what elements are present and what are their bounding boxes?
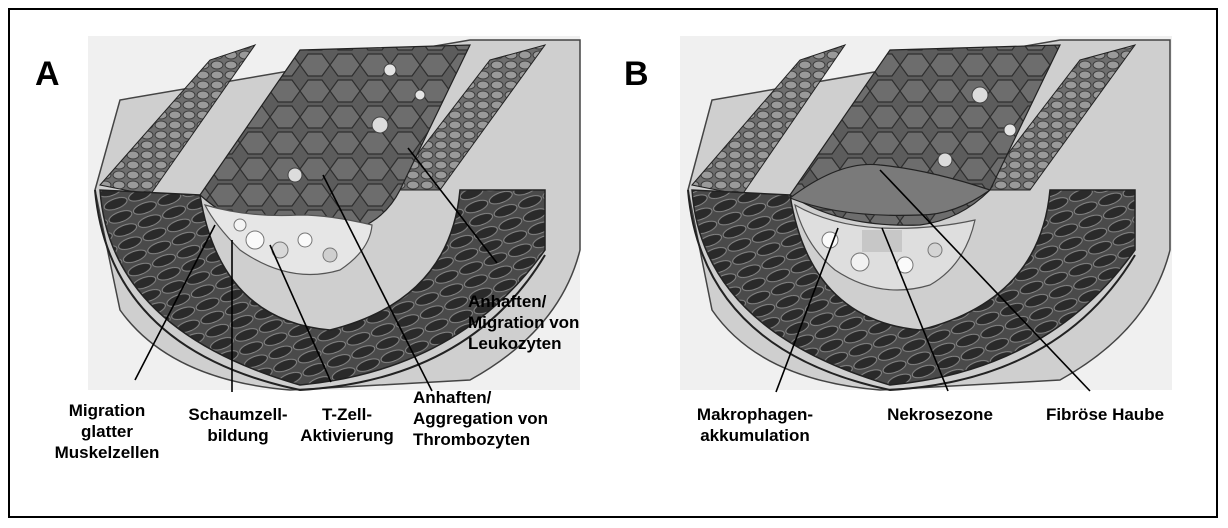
panel-a-letter: A [35, 55, 60, 94]
panel-b-letter: B [624, 55, 649, 94]
label-necrotic-core: Nekrosezone [870, 404, 1010, 425]
label-t-cell-activation: T-Zell- Aktivierung [282, 404, 412, 446]
label-platelet-aggregation: Anhaften/ Aggregation von Thrombozyten [413, 387, 548, 450]
label-leukocyte-adhesion: Anhaften/ Migration von Leukozyten [468, 291, 579, 354]
label-macrophage-accumulation: Makrophagen- akkumulation [680, 404, 830, 446]
label-fibrous-cap: Fibröse Haube [1030, 404, 1180, 425]
label-smooth-muscle-migration: Migration glatter Muskelzellen [42, 400, 172, 463]
